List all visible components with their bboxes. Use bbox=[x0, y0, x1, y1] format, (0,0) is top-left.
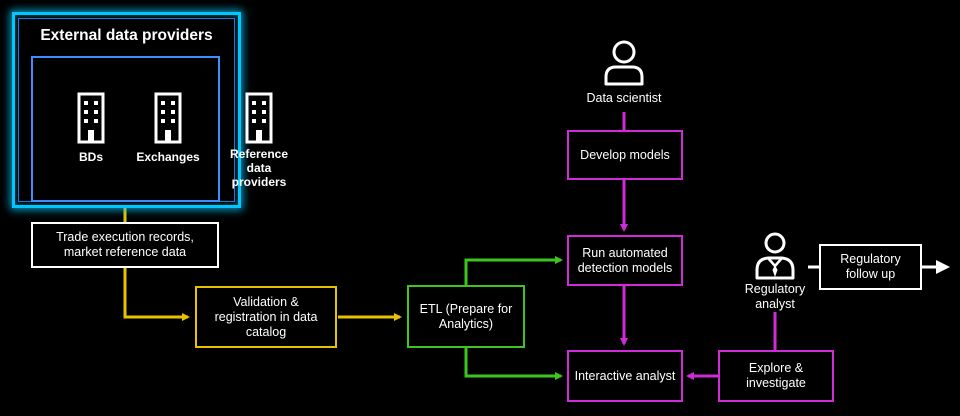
provider-label-exchanges: Exchanges bbox=[136, 150, 200, 164]
person-with-tie-icon bbox=[755, 232, 795, 280]
regulatory-analyst-label: Regulatory analyst bbox=[744, 282, 806, 311]
provider-label-bds: BDs bbox=[78, 150, 103, 164]
validation-box: Validation & registration in data catalo… bbox=[195, 286, 337, 348]
regulatory-follow-up-box: Regulatory follow up bbox=[819, 244, 922, 290]
building-icon bbox=[77, 92, 105, 144]
building-icon bbox=[154, 92, 182, 144]
explore-investigate-box: Explore & investigate bbox=[718, 350, 834, 402]
building-icon bbox=[245, 92, 273, 144]
run-detection-box: Run automated detection models bbox=[567, 235, 683, 286]
arrow-etl-to-interactive bbox=[464, 348, 563, 380]
providers-title: External data providers bbox=[40, 27, 213, 44]
providers-inner-frame bbox=[31, 56, 220, 202]
providers-outer-frame bbox=[12, 12, 241, 208]
arrow-etl-to-detection bbox=[464, 256, 563, 285]
etl-box: ETL (Prepare for Analytics) bbox=[407, 285, 525, 348]
person-icon bbox=[604, 40, 644, 86]
arrow-records-to-validation bbox=[123, 268, 190, 321]
develop-models-box: Develop models bbox=[567, 130, 683, 180]
provider-label-reference: Reference data providers bbox=[229, 147, 289, 189]
trade-records-box: Trade execution records, market referenc… bbox=[31, 222, 219, 268]
data-scientist-label: Data scientist bbox=[586, 91, 662, 105]
interactive-analyst-box: Interactive analyst bbox=[567, 350, 683, 402]
